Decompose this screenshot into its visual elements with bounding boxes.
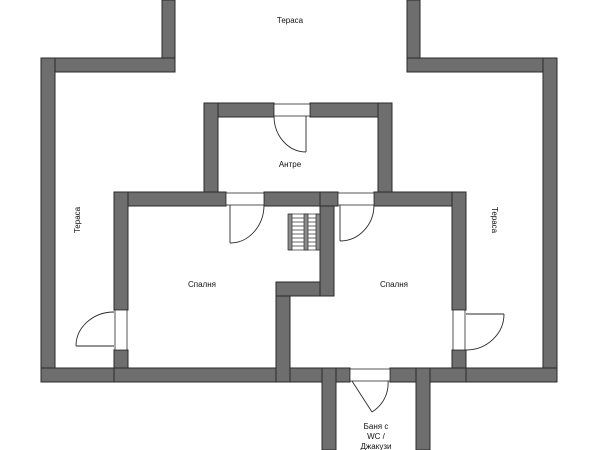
staircase xyxy=(287,213,321,251)
wall-hall-right xyxy=(377,102,393,204)
label-terrace-left: Тераса xyxy=(73,206,82,233)
wall-bottom-left-outer xyxy=(40,367,116,383)
wall-bottom-right-outer xyxy=(465,367,558,383)
wall-bath-left xyxy=(321,367,337,450)
wall-top-left xyxy=(40,57,176,73)
label-bath-line2: WC / xyxy=(367,432,386,441)
wall-bed-left-bottom xyxy=(113,367,291,383)
door-frames xyxy=(114,103,466,382)
frame-right-terrace-door xyxy=(452,309,466,351)
label-hall: Антре xyxy=(279,160,302,169)
door-arc-right-terrace xyxy=(465,313,505,351)
frame-left-terrace-door xyxy=(114,309,128,351)
stair-stringer-far xyxy=(315,213,321,251)
wall-top-right xyxy=(406,57,558,73)
wall-bed-left-top-a xyxy=(113,191,227,207)
wall-inner-divider xyxy=(319,191,335,297)
wall-bath-right xyxy=(415,367,431,450)
label-bath-line3: Джакузи xyxy=(361,442,392,450)
label-terrace-right: Тераса xyxy=(490,207,499,234)
label-terrace-top: Тераса xyxy=(277,16,304,25)
door-arc-bed-right xyxy=(339,204,375,242)
wall-left-outer xyxy=(40,57,56,383)
stair-stringer-right xyxy=(303,213,309,251)
walls xyxy=(40,0,558,450)
frame-bed-left-door xyxy=(225,192,265,206)
label-bedroom-right: Спалня xyxy=(380,280,408,289)
wall-bed-left-inner-vertical xyxy=(275,281,291,383)
door-arc-hall xyxy=(273,115,307,153)
wall-bed-left-left-a xyxy=(113,191,129,311)
label-bath-line1: Баня с xyxy=(364,422,389,431)
frame-hall-entry xyxy=(273,103,311,117)
door-arc-bed-left xyxy=(229,204,265,244)
door-leaf-bath xyxy=(351,380,373,413)
wall-bed-right-bottom-a xyxy=(289,367,351,383)
door-arc-left-terrace xyxy=(75,311,115,347)
wall-bed-right-top-a xyxy=(319,191,339,207)
frame-bed-right-door xyxy=(337,192,375,206)
wall-bed-right-right-a xyxy=(451,191,467,311)
stair-stringer-left xyxy=(287,213,293,251)
wall-right-outer xyxy=(542,57,558,383)
label-bedroom-left: Спалня xyxy=(188,280,216,289)
door-arc-bath xyxy=(371,380,389,413)
frame-bath-door xyxy=(349,368,391,382)
wall-hall-left xyxy=(203,102,219,204)
door-swings xyxy=(75,115,505,413)
room-labels: Тераса Тераса Тераса Антре Спалня Спалня… xyxy=(73,16,499,450)
